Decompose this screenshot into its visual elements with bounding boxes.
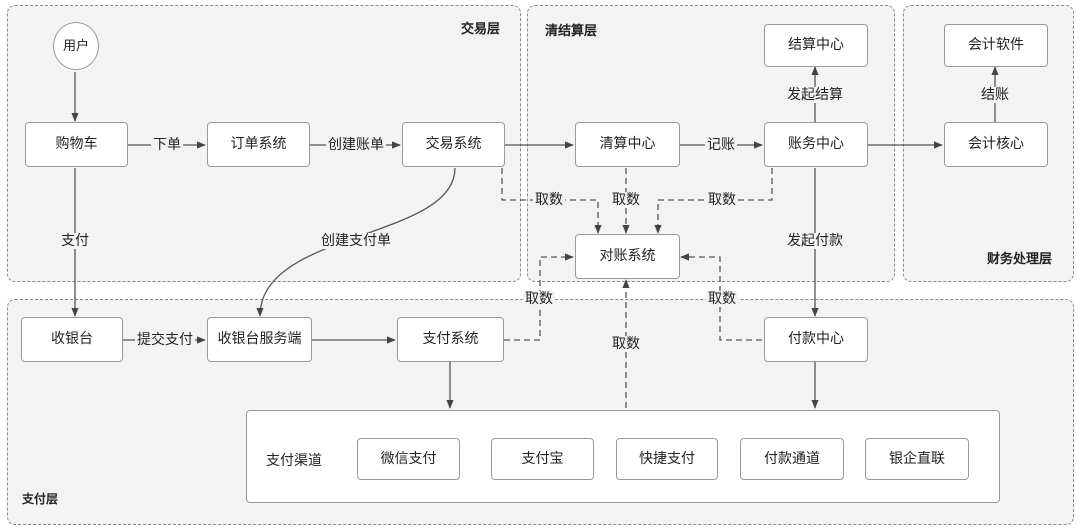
node-cashier-service[interactable]: 收银台服务端 [207, 317, 312, 362]
edge-label-place-order: 下单 [151, 137, 183, 153]
node-order-system[interactable]: 订单系统 [207, 122, 310, 167]
node-payout-center[interactable]: 付款中心 [764, 317, 868, 362]
edge-label-create-bill: 创建账单 [326, 137, 386, 153]
edge-label-initiate-payout: 发起付款 [785, 233, 845, 249]
node-user[interactable]: 用户 [53, 22, 99, 70]
node-trade-system[interactable]: 交易系统 [402, 122, 505, 167]
node-payment-system[interactable]: 支付系统 [397, 317, 504, 362]
zone-label-finance: 财务处理层 [987, 252, 1053, 267]
channel-item-bank-direct[interactable]: 银企直联 [865, 438, 969, 480]
channel-item-quick-pay[interactable]: 快捷支付 [616, 438, 718, 480]
edge-label-fetch-channel: 取数 [610, 336, 642, 352]
node-accounting-center[interactable]: 账务中心 [764, 122, 868, 167]
edge-label-pay: 支付 [59, 233, 91, 249]
edge-label-post-ledger: 记账 [705, 137, 737, 153]
edge-label-submit-payment: 提交支付 [135, 332, 195, 348]
edge-label-initiate-settlement: 发起结算 [785, 87, 845, 103]
edge-label-fetch-payout: 取数 [706, 291, 738, 307]
edge-label-fetch-accounting: 取数 [706, 192, 738, 208]
channel-item-alipay[interactable]: 支付宝 [491, 438, 594, 480]
zone-label-transaction: 交易层 [461, 22, 501, 37]
edge-payment-recon [504, 253, 574, 341]
node-settlement-center[interactable]: 结算中心 [764, 24, 868, 67]
zone-label-clearing: 清结算层 [545, 24, 598, 39]
edge-label-fetch-clearing: 取数 [610, 192, 642, 208]
edge-label-fetch-payment: 取数 [523, 291, 555, 307]
node-cart[interactable]: 购物车 [25, 122, 128, 167]
edge-label-checkout: 结账 [979, 87, 1011, 103]
channel-item-wechat-pay[interactable]: 微信支付 [357, 438, 460, 480]
node-accounting-core[interactable]: 会计核心 [944, 122, 1048, 167]
channel-item-payout-channel[interactable]: 付款通道 [740, 438, 844, 480]
zone-label-payment: 支付层 [22, 492, 59, 506]
edge-accounting-recon [654, 168, 773, 234]
edge-label-create-payment-order: 创建支付单 [319, 233, 393, 249]
payment-channel-title: 支付渠道 [266, 453, 322, 469]
node-cashier[interactable]: 收银台 [21, 317, 123, 362]
node-clearing-center[interactable]: 清算中心 [575, 122, 680, 167]
edge-label-fetch-trade: 取数 [533, 192, 565, 208]
node-accounting-software[interactable]: 会计软件 [944, 24, 1048, 67]
node-reconciliation-system[interactable]: 对账系统 [575, 234, 680, 279]
